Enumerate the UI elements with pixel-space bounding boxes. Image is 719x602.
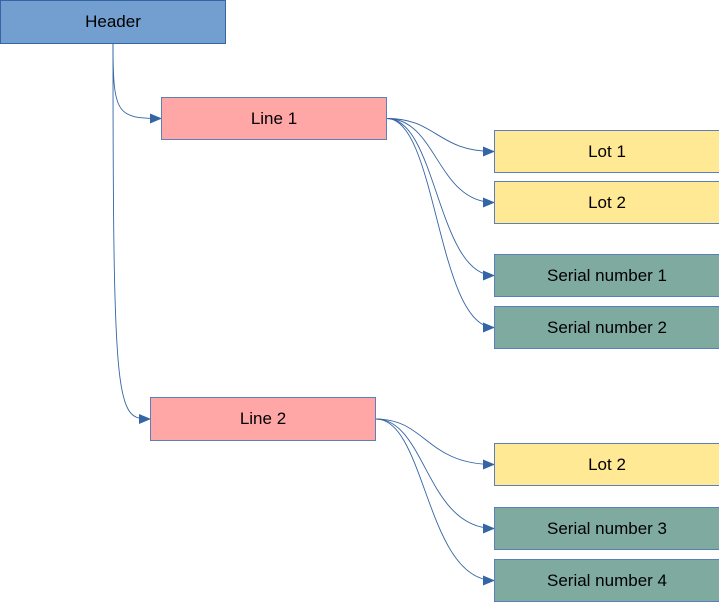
serial-number-4-node-label: Serial number 4: [546, 570, 667, 590]
connector-line1-to-line1_lot1: [386, 118, 495, 157]
connector-header-to-line2: [112, 43, 151, 424]
connector-line2-to-line2_lot2: [375, 418, 495, 470]
connector-line1-to-line1_serial2: [386, 118, 495, 333]
lot-1-node-label: Lot 1: [588, 141, 626, 161]
lot-2-node: Lot 2: [494, 181, 719, 224]
line-2-node: Line 2: [150, 397, 376, 441]
serial-number-2-node-label: Serial number 2: [546, 317, 667, 337]
serial-number-4-node: Serial number 4: [494, 559, 719, 602]
connector-line1-to-line1_lot2: [386, 118, 495, 208]
lot-2-node: Lot 2: [494, 443, 719, 486]
header-node-label: Header: [85, 12, 141, 31]
line-2-node-label: Line 2: [239, 409, 287, 428]
lot-2-node-label: Lot 2: [588, 454, 626, 474]
connector-header-to-line1: [112, 43, 162, 124]
line-1-node: Line 1: [161, 97, 387, 140]
serial-number-2-node: Serial number 2: [494, 306, 719, 349]
serial-number-3-node: Serial number 3: [494, 507, 719, 550]
connector-line2-to-line2_serial3: [375, 418, 495, 534]
lot-1-node: Lot 1: [494, 130, 719, 173]
lot-2-node-label: Lot 2: [588, 192, 626, 212]
serial-number-1-node-label: Serial number 1: [546, 265, 667, 285]
header-node: Header: [0, 0, 226, 44]
connector-line1-to-line1_serial1: [386, 118, 495, 281]
serial-number-3-node-label: Serial number 3: [546, 518, 667, 538]
connector-line2-to-line2_serial4: [375, 418, 495, 586]
serial-number-1-node: Serial number 1: [494, 254, 719, 297]
line-1-node-label: Line 1: [250, 108, 298, 128]
